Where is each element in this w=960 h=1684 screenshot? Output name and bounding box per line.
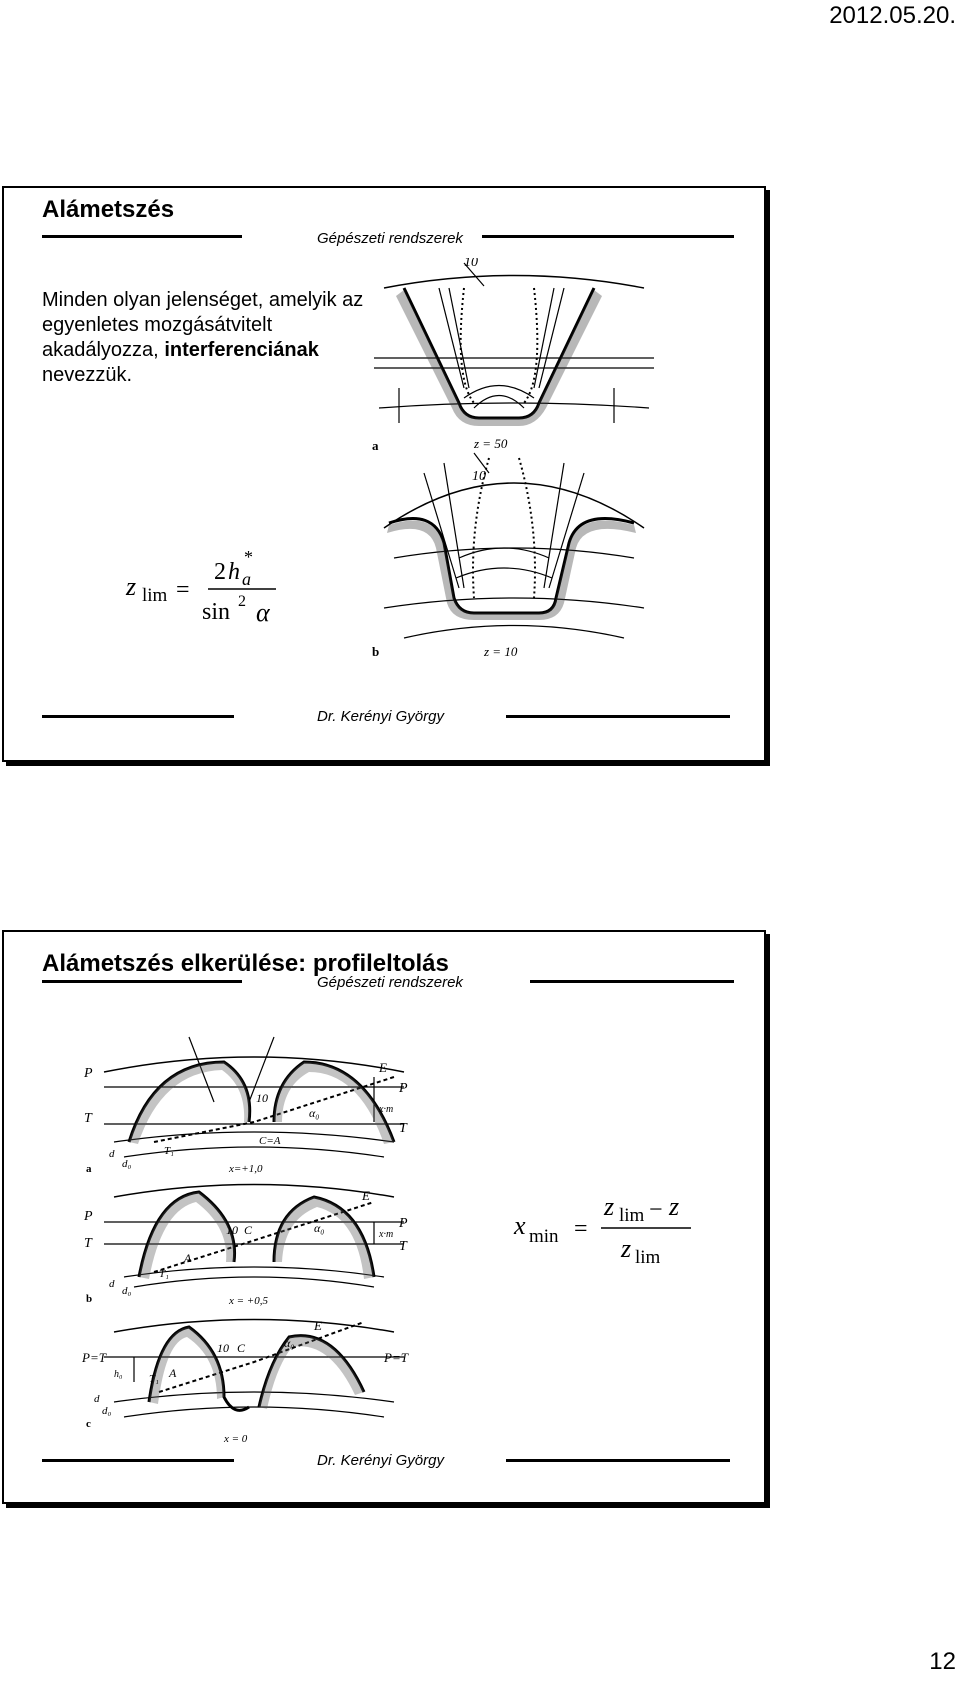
fig-c-PT: P=T <box>81 1350 107 1365</box>
fig-b-xm: x·m <box>378 1229 393 1240</box>
title-rule-right <box>482 235 734 238</box>
slide-undercut: Alámetszés Gépészeti rendszerek Minden o… <box>2 186 766 762</box>
fig-b-A: A <box>183 1251 192 1265</box>
fig-b-C: C <box>244 1223 253 1237</box>
formula-den-sup: 2 <box>238 593 246 610</box>
formula-num-z2: z <box>668 1192 679 1221</box>
formula-equals: = <box>574 1216 588 1242</box>
fig-c-T1: T₁ <box>149 1373 159 1385</box>
header-date: 2012.05.20. <box>829 2 956 29</box>
fig-a-label: a <box>372 438 379 453</box>
formula-den-z-sub: lim <box>635 1247 661 1268</box>
fig-a-P: P <box>83 1066 93 1081</box>
formula-num-var: h <box>228 559 240 585</box>
fig-a-ten: 10 <box>256 1091 268 1105</box>
fig-c-d0: d₀ <box>102 1405 112 1417</box>
fig-c-E: E <box>313 1318 322 1333</box>
fig-b-P: P <box>83 1209 93 1224</box>
fig-a-T2: T <box>399 1121 408 1136</box>
slide-title: Alámetszés elkerülése: profileltolás <box>42 950 449 977</box>
title-rule-left <box>42 980 242 983</box>
title-rule-left <box>42 235 242 238</box>
fig-b-E: E <box>361 1188 370 1203</box>
formula-z: z <box>125 572 136 601</box>
fig-a-xm: x·m <box>378 1104 393 1115</box>
fig-c-h: h₀ <box>114 1369 123 1380</box>
fig-b-label: b <box>372 644 379 659</box>
formula-equals: = <box>176 577 190 603</box>
definition-paragraph: Minden olyan jelenséget, amelyik az egye… <box>42 288 382 388</box>
formula-den-z: z <box>620 1234 631 1263</box>
fig-a-z: z = 50 <box>473 436 508 451</box>
formula-den-var: α <box>256 598 271 627</box>
fig-c-A: A <box>168 1366 177 1380</box>
formula-x: x <box>513 1211 526 1240</box>
profile-shift-figure: P T P T E 10 α₀ x·m C=A d d₀ T₁ a x=+1,0… <box>81 1036 409 1445</box>
fig-a-alpha: α₀ <box>309 1106 319 1120</box>
fig-b-P2: P <box>398 1216 408 1231</box>
title-rule-right <box>530 980 734 983</box>
fig-a-shift: x=+1,0 <box>228 1163 263 1175</box>
fig-c-C: C <box>237 1341 246 1355</box>
slide-subject: Gépészeti rendszerek <box>317 230 463 247</box>
definition-text: Minden olyan jelenséget, amelyik az egye… <box>42 289 364 361</box>
fig-c-shift: x = 0 <box>223 1433 248 1445</box>
fig-a-ten: 10 <box>464 258 478 270</box>
fig-c-PT2: P=T <box>383 1350 409 1365</box>
fig-b-T1: T₁ <box>159 1268 169 1280</box>
fig-b-alpha: α₀ <box>314 1221 324 1235</box>
footer-rule-right <box>506 1459 730 1462</box>
formula-num-z: z <box>603 1192 614 1221</box>
slide-author: Dr. Kerényi György <box>317 1452 444 1469</box>
footer-rule-right <box>506 715 730 718</box>
footer-rule-left <box>42 715 234 718</box>
undercut-figure: 10 a z = 50 10 b z = 10 <box>372 258 654 659</box>
fig-b-shift: x = +0,5 <box>228 1295 268 1307</box>
fig-c-alpha: α₀ <box>284 1336 294 1350</box>
fig-b-ten: 10 <box>472 469 486 484</box>
fig-c-ten: 10 <box>217 1341 229 1355</box>
footer-rule-left <box>42 1459 234 1462</box>
xmin-formula: x min = z lim − z z lim <box>513 1192 691 1268</box>
fig-b-d: d <box>109 1278 115 1290</box>
fig-b-T2: T <box>399 1239 408 1254</box>
fig-a-T: T <box>84 1111 93 1126</box>
slide-profile-shift: Alámetszés elkerülése: profileltolás Gép… <box>2 930 766 1504</box>
page-number: 12 <box>929 1648 956 1675</box>
formula-num-coef: 2 <box>214 559 226 585</box>
fig-a-d: d <box>109 1148 115 1160</box>
fig-a-E: E <box>378 1060 387 1075</box>
zlim-formula: z lim = 2 h * a sin 2 α <box>125 547 276 627</box>
formula-x-sub: min <box>529 1226 559 1247</box>
definition-end: nevezzük. <box>42 364 133 386</box>
fig-b-ten: 10 <box>226 1223 238 1237</box>
fig-a-d0: d₀ <box>122 1158 132 1170</box>
fig-c-label: c <box>86 1418 91 1430</box>
fig-b-d0: d₀ <box>122 1285 132 1297</box>
formula-num-sup: * <box>244 547 253 567</box>
formula-minus: − <box>649 1197 663 1223</box>
formula-num-z-sub: lim <box>619 1205 645 1226</box>
formula-den-fn: sin <box>202 599 230 625</box>
fig-a-T1: T₁ <box>164 1145 174 1157</box>
slide-author: Dr. Kerényi György <box>317 708 444 725</box>
fig-a-CA: C=A <box>259 1135 281 1147</box>
slide-title: Alámetszés <box>42 196 175 223</box>
fig-b-T: T <box>84 1236 93 1251</box>
fig-a-P2: P <box>398 1081 408 1096</box>
fig-b-z: z = 10 <box>483 644 518 659</box>
formula-num-sub: a <box>242 569 251 589</box>
fig-a-label: a <box>86 1163 92 1175</box>
definition-keyword: interferenciának <box>164 339 319 361</box>
slide-subject: Gépészeti rendszerek <box>317 974 463 991</box>
fig-c-d: d <box>94 1393 100 1405</box>
formula-z-sub: lim <box>142 585 168 606</box>
fig-b-label: b <box>86 1293 92 1305</box>
